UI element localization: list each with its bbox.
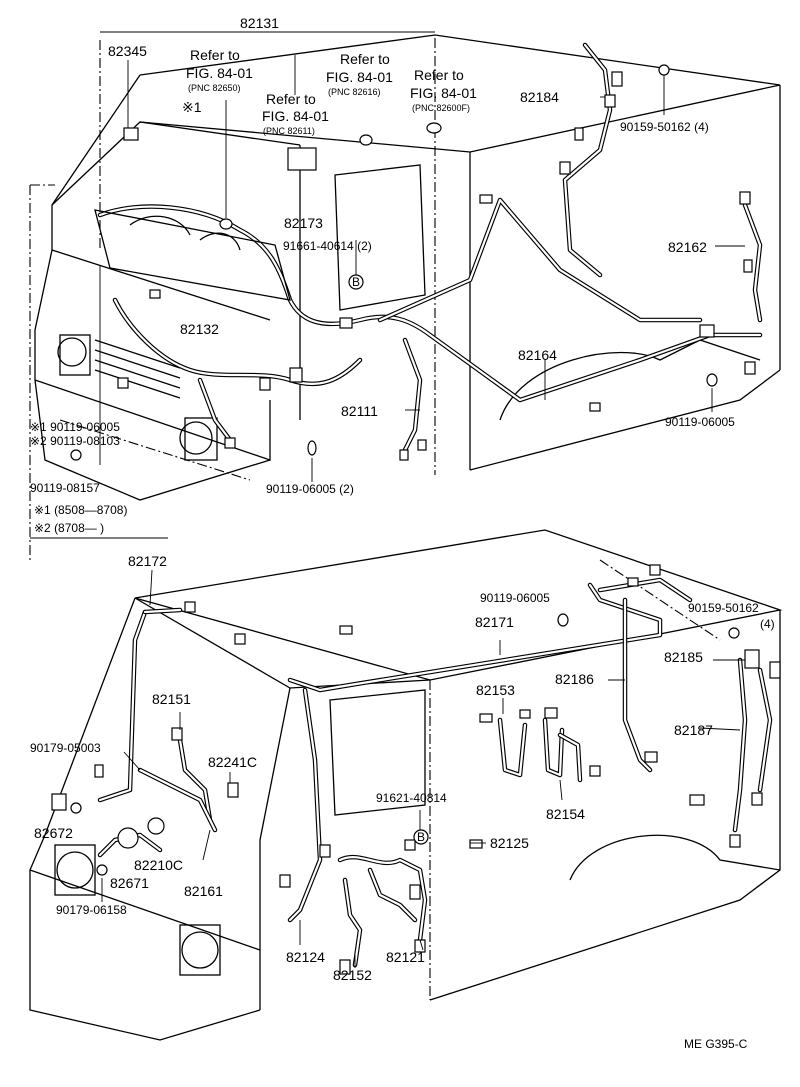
figure-code: ME G395-C xyxy=(684,1037,748,1051)
label-82185: 82185 xyxy=(664,649,703,665)
label-82131: 82131 xyxy=(240,15,279,31)
upper-vehicle-body xyxy=(29,34,781,560)
ref-text-1: Refer to xyxy=(190,47,240,63)
bolt-icon xyxy=(658,64,670,76)
bolt-icon xyxy=(70,449,82,461)
fig-text-2: FIG. 84-01 xyxy=(326,69,393,85)
lower-connectors: B xyxy=(51,564,781,975)
clip-b-letter: B xyxy=(352,275,360,289)
label-82164: 82164 xyxy=(518,347,557,363)
label-90179-05003: 90179-05003 xyxy=(30,741,101,755)
label-82152: 82152 xyxy=(333,967,372,983)
label-82162: 82162 xyxy=(668,239,707,255)
pnc-text-3: (PNC 82611) xyxy=(263,126,315,136)
label-82187: 82187 xyxy=(674,722,713,738)
clip-b-letter: B xyxy=(417,830,425,844)
fig-text-1: FIG. 84-01 xyxy=(186,65,253,81)
part-labels: 82131 82345 Refer to FIG. 84-01 (PNC 826… xyxy=(30,15,775,1051)
clip-icon xyxy=(359,134,373,146)
note-range-2: ※2 (8708— ) xyxy=(34,521,104,535)
label-82172: 82172 xyxy=(128,553,167,569)
label-82154: 82154 xyxy=(546,806,585,822)
label-82125: 82125 xyxy=(490,835,529,851)
ref-text-2: Refer to xyxy=(340,51,390,67)
bolt-icon xyxy=(728,627,740,639)
label-90179-06158: 90179-06158 xyxy=(56,903,127,917)
clip-b-marker xyxy=(413,829,429,845)
label-82161: 82161 xyxy=(184,883,223,899)
upper-connectors: B xyxy=(70,64,756,461)
note-range-1: ※1 (8508—8708) xyxy=(34,503,127,517)
label-82151: 82151 xyxy=(152,691,191,707)
connector-icon xyxy=(227,782,239,798)
bolt-icon xyxy=(96,864,108,876)
label-82241c: 82241C xyxy=(208,754,257,770)
label-91621: 91621-40814 xyxy=(376,791,447,805)
connector-icon xyxy=(117,827,139,849)
label-90119-note1: ※1 90119-06005 xyxy=(30,420,120,434)
lower-leaders xyxy=(101,569,745,968)
bolt-icon xyxy=(70,802,82,814)
clip-icon xyxy=(426,122,442,134)
bracket-icon xyxy=(287,147,317,171)
pnc-text-2: (PNC 82616) xyxy=(328,87,381,97)
bolt-icon xyxy=(557,613,569,627)
ref-text-4: Refer to xyxy=(414,67,464,83)
label-82672: 82672 xyxy=(34,825,73,841)
fig-text-4: FIG. 84-01 xyxy=(410,85,477,101)
label-91661: 91661-40614 (2) xyxy=(283,239,372,253)
connector-icon xyxy=(51,793,67,811)
pnc-text-4: (PNC 82600F) xyxy=(412,103,470,113)
upper-leaders xyxy=(99,31,745,482)
label-82173: 82173 xyxy=(284,215,323,231)
label-82210c: 82210C xyxy=(134,857,183,873)
bolt-icon xyxy=(706,373,718,387)
label-82186: 82186 xyxy=(555,671,594,687)
label-82671: 82671 xyxy=(110,875,149,891)
bolt-icon xyxy=(307,440,317,456)
label-90159-lower-qty: (4) xyxy=(760,617,775,631)
label-82171: 82171 xyxy=(475,614,514,630)
label-82345: 82345 xyxy=(108,43,147,59)
mark-1: ※1 xyxy=(182,99,202,115)
ref-text-3: Refer to xyxy=(266,91,316,107)
label-82153: 82153 xyxy=(476,682,515,698)
label-82184: 82184 xyxy=(520,89,559,105)
label-82132: 82132 xyxy=(180,321,219,337)
label-82121: 82121 xyxy=(386,949,425,965)
lower-harnesses xyxy=(97,577,773,968)
label-82124: 82124 xyxy=(286,949,325,965)
label-90159-lower: 90159-50162 xyxy=(688,601,759,615)
connector-icon xyxy=(147,817,165,835)
label-90159-upper: 90159-50162 (4) xyxy=(620,120,709,134)
label-90119-lower: 90119-06005 xyxy=(480,591,550,605)
fig-text-3: FIG. 84-01 xyxy=(262,108,329,124)
label-90119-floor: 90119-06005 (2) xyxy=(266,482,354,496)
upper-harnesses xyxy=(94,42,763,453)
label-90119-right: 90119-06005 xyxy=(665,415,735,429)
label-90119-08157: 90119-08157 xyxy=(30,481,100,495)
label-90119-note2: ※2 90119-08103 xyxy=(30,434,120,448)
pnc-text-1: (PNC 82650) xyxy=(188,83,241,93)
label-82111: 82111 xyxy=(341,403,378,419)
clip-icon xyxy=(123,127,139,141)
